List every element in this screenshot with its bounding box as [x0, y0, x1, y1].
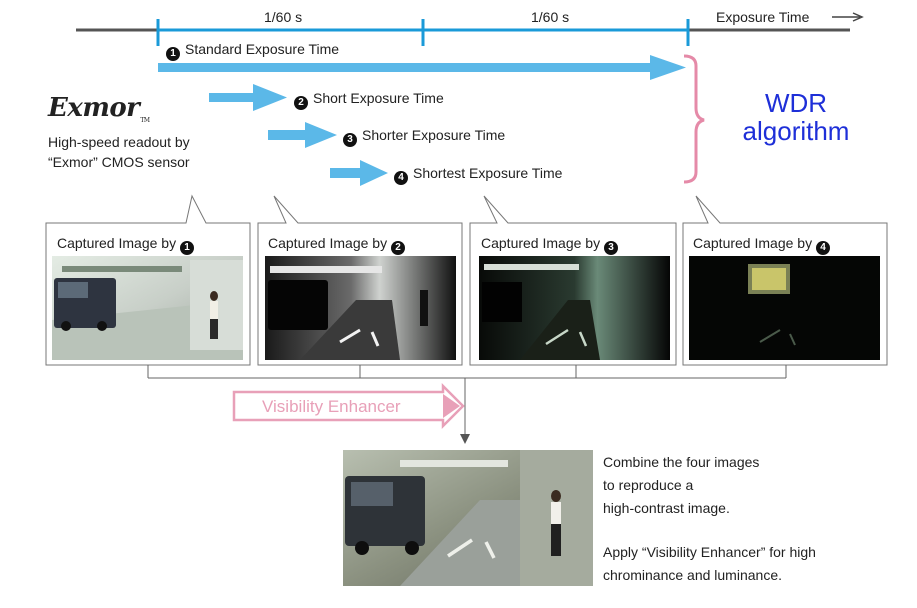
wdr-algorithm-label: WDR algorithm: [716, 89, 876, 145]
wdr-line: WDR: [764, 88, 828, 118]
visibility-enhancer-label: Visibility Enhancer: [262, 397, 401, 416]
captured-photo-4: [689, 256, 880, 360]
exmor-logo: ExmorTM: [48, 93, 150, 124]
exposure-label-3: 3 Shorter Exposure Time: [343, 127, 505, 147]
number-badge: 2: [390, 240, 405, 255]
shortest-exposure-arrow: [330, 160, 388, 186]
exposure-label-1: 1 Standard Exposure Time: [166, 41, 339, 61]
exposure-label-text: Shorter Exposure Time: [362, 127, 506, 143]
number-badge: 1: [166, 46, 180, 61]
connector-arrowhead: [460, 434, 470, 444]
captured-photo-2: [265, 256, 456, 360]
capture-label-text: Captured Image by: [693, 235, 813, 251]
captured-photo-3: [479, 256, 670, 360]
number-badge: 4: [394, 170, 408, 185]
timeline-segment-1-label: 1/60 s: [264, 9, 303, 25]
description-line: high-contrast image.: [603, 500, 730, 516]
capture-label-1: Captured Image by 1: [57, 235, 199, 255]
shorter-exposure-arrow: [268, 122, 337, 148]
capture-label-4: Captured Image by 4: [693, 235, 835, 255]
capture-label-2: Captured Image by 2: [268, 235, 410, 255]
exposure-label-text: Short Exposure Time: [313, 90, 444, 106]
sensor-description-line: High-speed readout by: [48, 134, 190, 150]
capture-label-text: Captured Image by: [268, 235, 388, 251]
standard-exposure-bar: [158, 63, 652, 72]
number-badge: 1: [179, 240, 194, 255]
wdr-brace: [683, 54, 705, 184]
captured-photo-1: [52, 256, 243, 360]
description-line: chrominance and luminance.: [603, 567, 782, 583]
exposure-label-text: Standard Exposure Time: [185, 41, 340, 57]
timeline-segment-2-label: 1/60 s: [531, 9, 570, 25]
number-badge: 2: [294, 95, 308, 110]
sensor-description: High-speed readout by “Exmor” CMOS senso…: [48, 132, 190, 172]
capture-label-text: Captured Image by: [57, 235, 177, 251]
exposure-label-4: 4 Shortest Exposure Time: [394, 165, 562, 185]
result-photo: [343, 450, 593, 586]
exposure-time-label: Exposure Time: [716, 9, 810, 25]
number-badge: 3: [603, 240, 618, 255]
number-badge: 4: [815, 240, 830, 255]
description-line: to reproduce a: [603, 477, 694, 493]
visibility-enhancer-shape: [232, 382, 465, 430]
capture-label-3: Captured Image by 3: [481, 235, 623, 255]
exmor-logo-text: Exmor: [48, 93, 140, 123]
exmor-logo-tm: TM: [140, 117, 150, 124]
wdr-line: algorithm: [742, 116, 850, 146]
description-line: Combine the four images: [603, 454, 760, 470]
description-line: Apply “Visibility Enhancer” for high: [603, 544, 816, 560]
result-description: Combine the four images to reproduce a h…: [603, 451, 816, 587]
capture-label-text: Captured Image by: [481, 235, 601, 251]
short-exposure-arrow: [209, 84, 287, 111]
exposure-label-text: Shortest Exposure Time: [413, 165, 563, 181]
exposure-label-2: 2 Short Exposure Time: [294, 90, 444, 110]
standard-exposure-arrowhead: [650, 55, 686, 80]
sensor-description-line: “Exmor” CMOS sensor: [48, 154, 190, 170]
number-badge: 3: [343, 132, 357, 147]
